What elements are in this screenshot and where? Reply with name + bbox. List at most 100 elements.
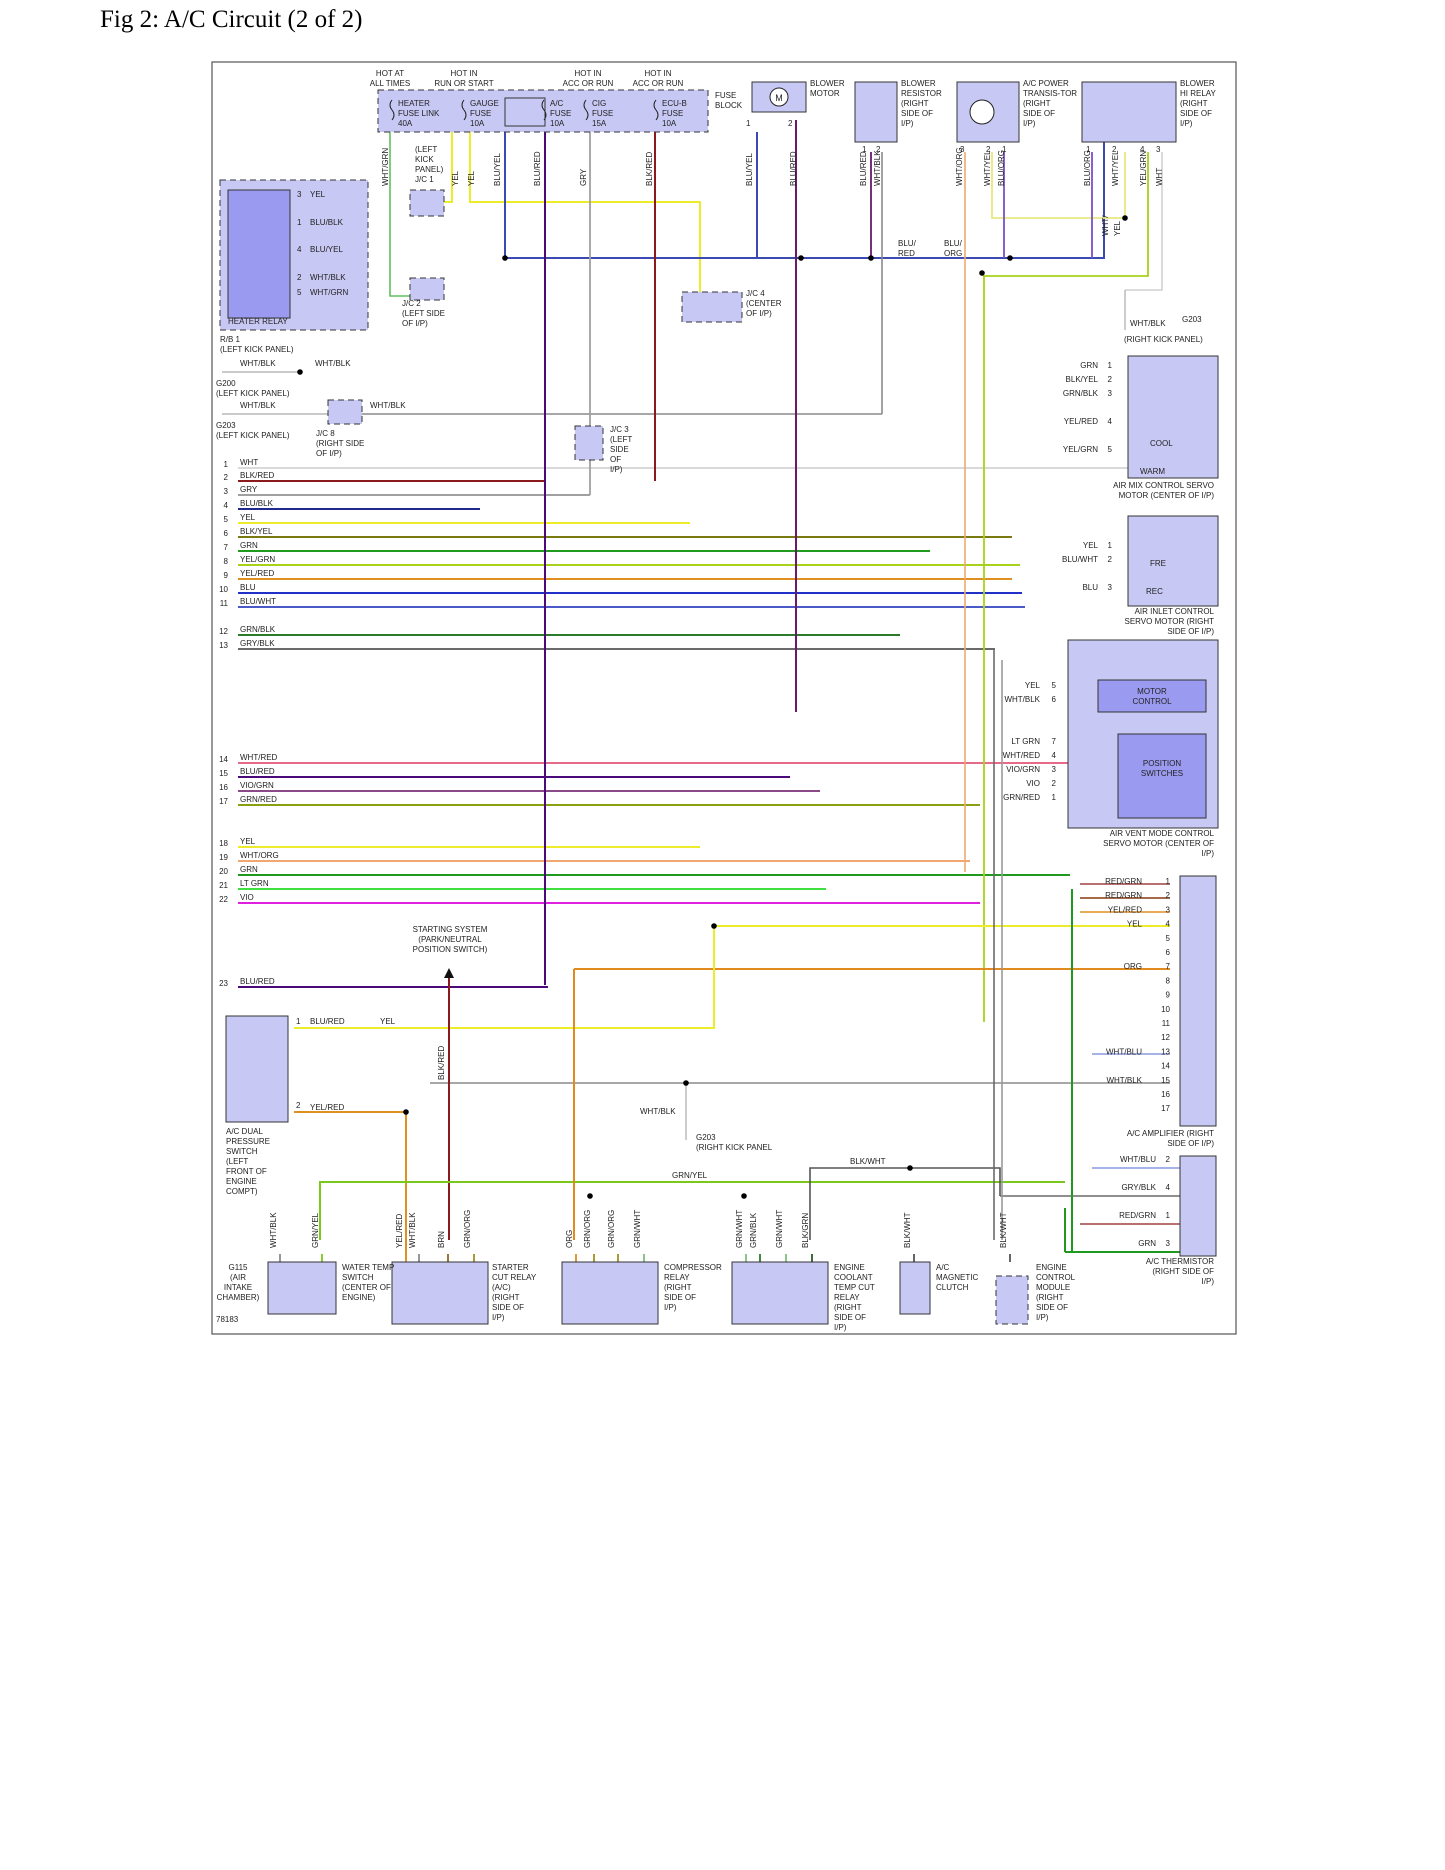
jc4-box xyxy=(681,291,743,323)
heater-relay-wire: BLU/YEL xyxy=(310,245,343,254)
left-wire-number: 19 xyxy=(219,853,228,862)
splice-dot xyxy=(297,369,303,375)
coolant-relay-box-label-line: RELAY xyxy=(834,1293,860,1302)
water-temp-box-label-line: SWITCH xyxy=(342,1273,374,1282)
amplifier-pin: 9 xyxy=(1166,991,1171,1000)
amplifier-pin: 15 xyxy=(1161,1076,1170,1085)
left-wire-number: 15 xyxy=(219,769,228,778)
air-inlet-label-line: AIR INLET CONTROL xyxy=(1135,607,1215,616)
bottom-wire-label: WHT/BLK xyxy=(269,1212,278,1248)
blower-motor-label-line: MOTOR xyxy=(810,89,840,98)
pin: 1 xyxy=(1086,145,1091,154)
thermistor-wire: WHT/BLU xyxy=(1120,1155,1156,1164)
jc2-box xyxy=(409,277,445,301)
thermistor-pin: 4 xyxy=(1166,1183,1171,1192)
bottom-wire-label: BLK/GRN xyxy=(801,1213,810,1248)
heater-relay-wire: YEL xyxy=(310,190,326,199)
starter-cut-box-label-line: STARTER xyxy=(492,1263,529,1272)
air-inlet-label-line: SERVO MOTOR (RIGHT xyxy=(1125,617,1215,626)
air-mix-wire: GRN/BLK xyxy=(1063,389,1099,398)
ground-wire-label: WHT/BLK xyxy=(315,359,351,368)
top-wire-label: YEL/GRN xyxy=(1139,151,1148,186)
pin-wire-label: BLU/RED xyxy=(310,1017,345,1026)
coolant-relay-box xyxy=(731,1261,829,1325)
figure-title: Fig 2: A/C Circuit (2 of 2) xyxy=(100,6,363,33)
fuse-rating: 15A xyxy=(592,119,607,128)
position-switches-box xyxy=(1117,733,1207,819)
magnetic-clutch-box-label-line: A/C xyxy=(936,1263,950,1272)
fuse-block-label: FUSE xyxy=(715,91,736,100)
fuse-name: FUSE LINK xyxy=(398,109,440,118)
g203-center-label: G203 xyxy=(696,1133,716,1142)
g203-right-label: (RIGHT KICK PANEL) xyxy=(1124,335,1203,344)
pin: 2 xyxy=(788,119,793,128)
ecm-box xyxy=(995,1275,1029,1325)
left-wire-color: BLU/WHT xyxy=(240,597,276,606)
g115-label: G115 xyxy=(229,1263,249,1272)
amplifier-pin: 8 xyxy=(1166,976,1171,985)
ecm-box-label-line: CONTROL xyxy=(1036,1273,1076,1282)
bottom-wire-label: BRN xyxy=(437,1231,446,1248)
bottom-wire-label: GRN/ORG xyxy=(607,1210,616,1248)
dual-pressure-label-line: COMPT) xyxy=(226,1187,258,1196)
blower-hi-relay-label-line: BLOWER xyxy=(1180,79,1215,88)
fuse-name: FUSE xyxy=(470,109,491,118)
amplifier-wire: RED/GRN xyxy=(1105,891,1142,900)
top-wire-label: YEL xyxy=(467,170,476,186)
left-wire-color: WHT/RED xyxy=(240,753,278,762)
thermistor-label-line: I/P) xyxy=(1202,1277,1215,1286)
amplifier-pin: 13 xyxy=(1161,1047,1170,1056)
air-mix-wire: BLK/YEL xyxy=(1066,375,1099,384)
wire-label: BLK/RED xyxy=(437,1046,446,1080)
left-wire-number: 17 xyxy=(219,797,228,806)
blower-hi-relay-box xyxy=(1081,81,1177,143)
wire-label: GRN/YEL xyxy=(672,1171,708,1180)
jc4-label-line: (CENTER xyxy=(746,299,782,308)
ecm-box-label-line: SIDE OF xyxy=(1036,1303,1068,1312)
left-wire-number: 12 xyxy=(219,627,228,636)
dual-pressure-label-line: ENGINE xyxy=(226,1177,257,1186)
bottom-wire-label: GRN/WHT xyxy=(633,1210,642,1248)
top-wire-label: BLU/ORG xyxy=(1083,150,1092,186)
g203-center-label: (RIGHT KICK PANEL xyxy=(696,1143,773,1152)
header-label: ACC OR RUN xyxy=(633,79,684,88)
jc3-label-line: J/C 3 xyxy=(610,425,629,434)
fuse-name: FUSE xyxy=(662,109,683,118)
junction-dot xyxy=(868,255,874,261)
air-vent-wire: GRN/RED xyxy=(1003,793,1040,802)
wire-label-stack: RED xyxy=(898,249,915,258)
diagram-frame xyxy=(211,61,1237,1335)
water-temp-box-label-line: WATER TEMP xyxy=(342,1263,394,1272)
air-vent-label-line: I/P) xyxy=(1202,849,1215,858)
junction-dot xyxy=(403,1109,409,1115)
jc8-box xyxy=(327,399,363,425)
fuse-block-label: BLOCK xyxy=(715,101,743,110)
bottom-wire-label: GRN/WHT xyxy=(735,1210,744,1248)
fuse-symbol xyxy=(583,99,589,121)
top-wire-label: YEL xyxy=(451,170,460,186)
amplifier-pin: 1 xyxy=(1166,877,1171,886)
fuse-name: FUSE xyxy=(592,109,613,118)
top-wire-label: WHT/YEL xyxy=(1111,150,1120,186)
jc2-label-line: (LEFT SIDE xyxy=(402,309,445,318)
junction-dot xyxy=(711,923,717,929)
jc1-label-line: (LEFT xyxy=(415,145,437,154)
wire-wht-yel xyxy=(991,152,1126,219)
left-wire-color: BLK/YEL xyxy=(240,527,273,536)
power-transistor-label-line: SIDE OF xyxy=(1023,109,1055,118)
compressor-relay-box-label-line: RELAY xyxy=(664,1273,690,1282)
left-wire-number: 14 xyxy=(219,755,228,764)
starter-cut-box-label-line: SIDE OF xyxy=(492,1303,524,1312)
pin: 2 xyxy=(296,1101,301,1110)
wire-label-stack: YEL xyxy=(1113,220,1122,236)
starter-cut-box-label-line: (A/C) xyxy=(492,1283,511,1292)
left-wire-number: 22 xyxy=(219,895,228,904)
left-wire-color: GRN xyxy=(240,541,258,550)
jc3-label-line: I/P) xyxy=(610,465,623,474)
heater-relay-wire: BLU/BLK xyxy=(310,218,344,227)
position-switches-label: SWITCHES xyxy=(1141,769,1183,778)
bottom-wire-label: GRN/BLK xyxy=(749,1212,758,1248)
wire-label-stack: BLU/ xyxy=(898,239,917,248)
amplifier-label-line: SIDE OF I/P) xyxy=(1167,1139,1214,1148)
